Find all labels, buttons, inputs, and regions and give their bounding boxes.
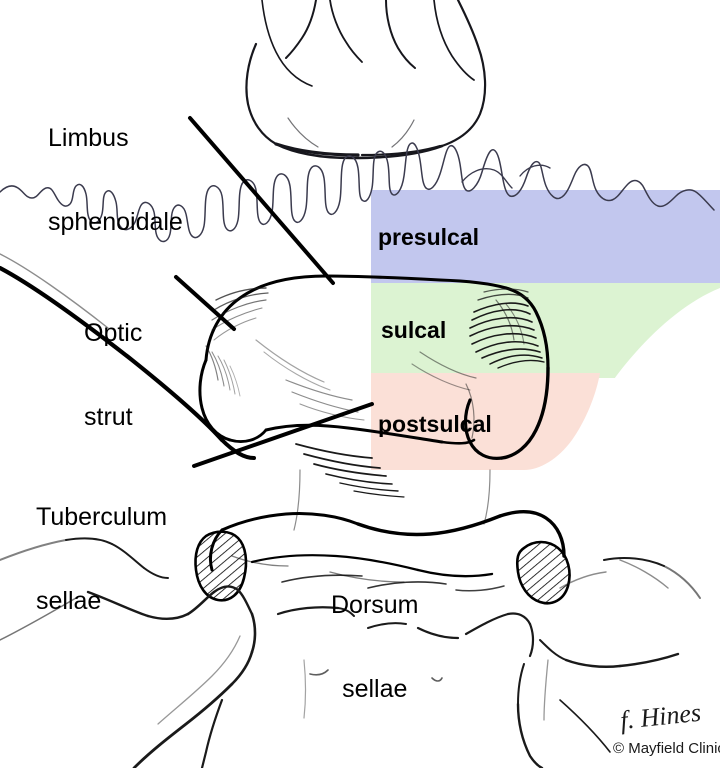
label-dorsum-sellae: Dorsum sellae [331, 535, 419, 759]
left-lesser-wing [0, 253, 256, 460]
label-dorsum-line2: sellae [342, 675, 408, 703]
copyright-notice: © Mayfield Clinic [613, 740, 720, 757]
posterior-clinoid-left [194, 530, 248, 602]
band-label-presulcal: presulcal [378, 224, 479, 250]
right-wing-contour [461, 164, 551, 189]
band-label-postsulcal: postsulcal [378, 411, 492, 437]
sphenoid-suture-line [0, 142, 715, 243]
posterior-clinoid-right [515, 540, 571, 605]
label-limbus-sphenoidale: Limbus sphenoidale [48, 68, 183, 292]
label-dorsum-line1: Dorsum [331, 591, 419, 619]
label-tuberculum-line2: sellae [36, 587, 102, 615]
label-tuberculum-line1: Tuberculum [36, 503, 168, 531]
outer-skull-walls [0, 537, 701, 599]
leader-limbus [188, 116, 335, 285]
band-label-sulcal: sulcal [381, 317, 447, 343]
label-limbus-line2: sphenoidale [48, 208, 183, 236]
label-tuberculum-sellae: Tuberculum sellae [36, 447, 167, 671]
label-limbus-line1: Limbus [48, 124, 129, 152]
label-optic-line2: strut [84, 403, 133, 431]
signature-flourish [559, 699, 611, 753]
label-optic-strut: Optic strut [84, 263, 142, 487]
leader-optic-strut [174, 275, 236, 331]
lower-skull-base-contours [0, 559, 680, 768]
leader-lines [174, 116, 374, 468]
superior-bone-structure [245, 0, 487, 160]
label-optic-line1: Optic [84, 319, 143, 347]
leader-tuberculum [192, 402, 374, 468]
